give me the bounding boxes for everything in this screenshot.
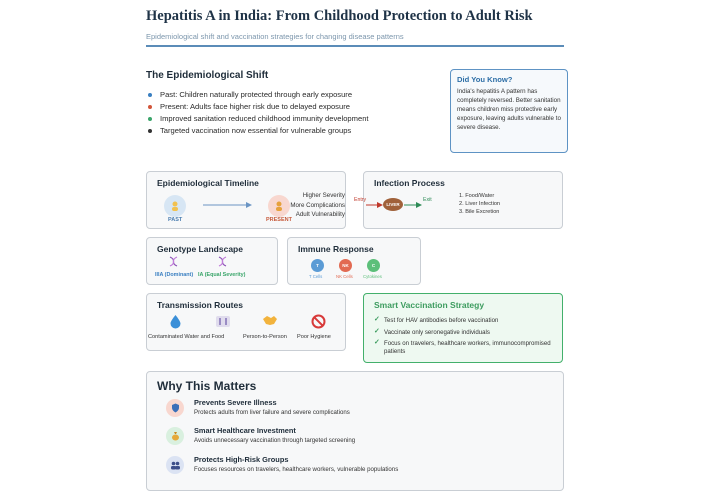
route-label: Poor Hygiene [297,334,331,340]
route-label: Person-to-Person [243,334,287,340]
check-icon: ✓ [374,339,380,347]
page-title: Hepatitis A in India: From Childhood Pro… [146,8,533,24]
shift-item-text: Targeted vaccination now essential for v… [160,126,352,135]
did-you-know-heading: Did You Know? [457,75,513,84]
liver-icon: LIVER [383,198,403,211]
why-this-matters-card: Why This Matters Prevents Severe Illness… [146,371,564,491]
vaccination-item: ✓ Focus on travelers, healthcare workers,… [374,339,558,355]
dna-icon [217,256,228,269]
shift-item: Past: Children naturally protected throu… [146,89,436,101]
bullet-dot [148,117,152,121]
header-divider [146,45,564,47]
genotype-label: IIIA (Dominant) [155,272,194,278]
shift-item: Improved sanitation reduced childhood im… [146,113,436,125]
cell-abbr: T [316,263,319,268]
did-you-know-box: Did You Know? India's hepatitis A patter… [450,69,568,153]
adult-icon [268,195,290,217]
infection-step: 1. Food/Water [459,193,495,199]
timeline-heading: Epidemiological Timeline [157,178,259,188]
vaccination-list: ✓ Test for HAV antibodies before vaccinat… [374,316,558,359]
epidemiological-shift-section: The Epidemiological Shift Past: Children… [146,70,436,137]
why-item-title: Prevents Severe Illness [194,398,277,407]
immune-response-card: Immune Response [287,237,421,285]
why-item-title: Smart Healthcare Investment [194,426,296,435]
vaccination-heading: Smart Vaccination Strategy [374,300,485,310]
shift-item-text: Improved sanitation reduced childhood im… [160,114,369,123]
why-item-desc: Avoids unnecessary vaccination through t… [194,437,356,444]
vaccination-strategy-card: Smart Vaccination Strategy ✓ Test for HAV… [363,293,563,363]
nk-cell-icon: NK [339,259,352,272]
why-item: Prevents Severe Illness Protects adults … [166,398,556,421]
shift-item: Targeted vaccination now essential for v… [146,125,436,137]
shift-item: Present: Adults face higher risk due to … [146,101,436,113]
page-subtitle: Epidemiological shift and vaccination st… [146,32,404,41]
did-you-know-text: India's hepatitis A pattern has complete… [457,88,561,131]
check-icon: ✓ [374,316,380,323]
transmission-heading: Transmission Routes [157,300,243,310]
bullet-dot [148,105,152,109]
liver-label: LIVER [386,202,400,207]
people-icon [166,456,184,474]
genotype-heading: Genotype Landscape [157,244,243,254]
dna-icon [168,256,179,269]
cytokine-icon: C [367,259,380,272]
immune-heading: Immune Response [298,244,374,254]
bullet-dot [148,129,152,133]
timeline-risk-list: Higher Severity More Complications Adult… [285,191,345,220]
why-item-desc: Protects adults from liver failure and s… [194,409,350,416]
child-icon [164,195,186,217]
infection-step: 3. Bile Excretion [459,209,500,216]
timeline-past-label: PAST [168,217,183,223]
money-bag-icon [166,427,184,445]
shift-heading: The Epidemiological Shift [146,70,269,81]
bullet-dot [148,93,152,97]
vaccination-item-text: Test for HAV antibodies before vaccinati… [384,317,499,324]
header: Hepatitis A in India: From Childhood Pro… [146,8,564,41]
infection-exit-label: Exit [423,197,432,203]
vaccination-item: ✓ Vaccinate only seronegative individuals [374,327,558,337]
genotype-label: IA (Equal Severity) [198,272,246,278]
water-drop-icon [166,314,184,332]
why-heading: Why This Matters [157,379,257,393]
infection-entry-label: Entry [354,197,367,203]
genotype-card: Genotype Landscape [146,237,278,285]
cell-label: T Cells [309,274,323,279]
prohibited-icon [309,314,327,332]
shift-item-text: Past: Children naturally protected throu… [160,90,353,99]
risk-item: Adult Vulnerability [295,211,345,219]
route-label: Contaminated Water and Food [148,334,225,340]
cell-abbr: C [371,263,376,268]
food-plate-icon [214,314,232,331]
infection-heading: Infection Process [374,178,445,188]
shift-item-text: Present: Adults face higher risk due to … [160,102,350,111]
risk-item: More Complications [290,201,345,209]
cell-label: Cytokines [363,274,382,279]
infection-steps: 1. Food/Water 2. Liver Infection 3. Bile… [459,192,500,216]
vaccination-item-text: Vaccinate only seronegative individuals [384,328,490,336]
why-item-desc: Focuses resources on travelers, healthca… [194,466,399,473]
cell-abbr: NK [342,263,349,268]
cell-label: NK Cells [336,274,353,279]
timeline-present-label: PRESENT [266,217,292,223]
check-icon: ✓ [374,327,380,335]
vaccination-item: ✓ Test for HAV antibodies before vaccinat… [374,316,558,325]
t-cell-icon: T [311,259,324,272]
vaccination-item-text: Focus on travelers, healthcare workers, … [384,340,551,355]
why-item: Smart Healthcare Investment Avoids unnec… [166,426,556,449]
infection-step: 2. Liver Infection [459,201,501,208]
shield-icon [166,399,184,417]
shift-list: Past: Children naturally protected throu… [146,89,436,137]
timeline-card: Epidemiological Timeline PAST PRESENT Hi… [146,171,346,229]
risk-item: Higher Severity [302,192,345,199]
why-item: Protects High-Risk Groups Focuses resour… [166,455,556,478]
why-item-title: Protects High-Risk Groups [194,455,289,464]
handshake-icon [261,314,279,329]
